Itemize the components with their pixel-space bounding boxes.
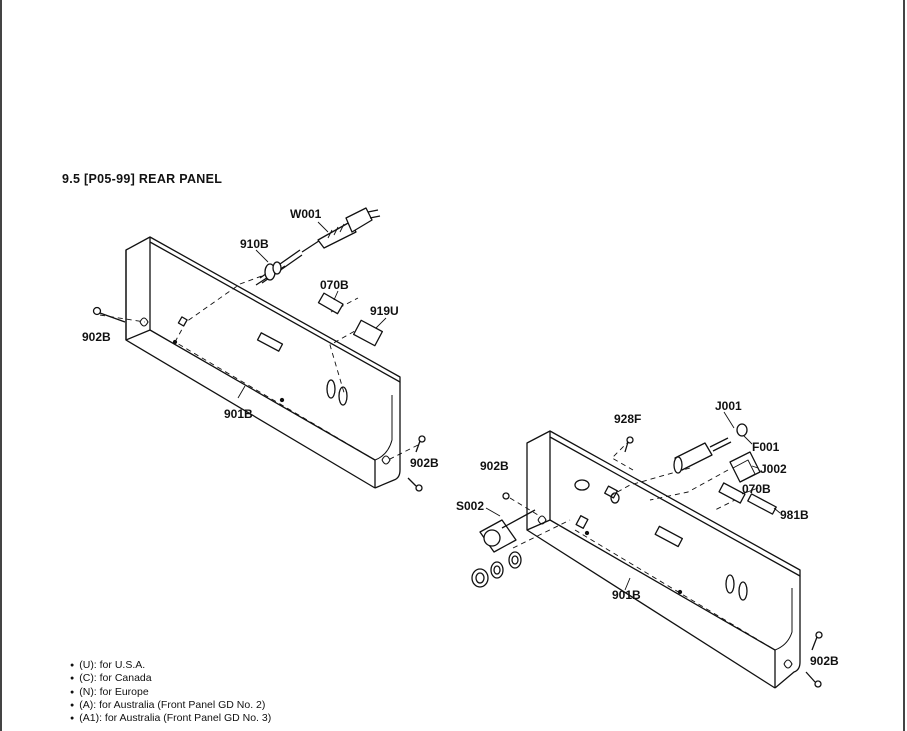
upper-leader-lines — [99, 272, 419, 461]
label-919u: 919U — [370, 304, 399, 318]
label-928f: 928F — [614, 412, 641, 426]
label-902b-bottom-right: 902B — [810, 654, 839, 668]
socket-j002 — [729, 451, 761, 483]
note-item: (U): for U.S.A. — [70, 659, 271, 672]
note-item: (A1): for Australia (Front Panel GD No. … — [70, 712, 271, 725]
label-070b-top: 070B — [320, 278, 349, 292]
label-plate-070b-upper — [317, 292, 344, 315]
label-leaders — [237, 221, 781, 591]
screw-902b-lower-left — [502, 492, 510, 500]
strain-relief-910b — [255, 261, 286, 286]
screws-902b-upper-right — [407, 435, 426, 492]
label-s002: S002 — [456, 499, 484, 513]
screws-902b-lower-right — [805, 631, 823, 688]
note-item: (A): for Australia (Front Panel GD No. 2… — [70, 699, 271, 712]
label-901b-top: 901B — [224, 407, 253, 421]
page-left-border — [0, 0, 2, 731]
section-title: 9.5 [P05-99] REAR PANEL — [62, 172, 223, 186]
screw-928f — [624, 436, 634, 453]
label-981b: 981B — [780, 508, 809, 522]
note-item: (N): for Europe — [70, 686, 271, 699]
fuse-holder-j001 — [673, 423, 748, 474]
label-902b-mid: 902B — [410, 456, 439, 470]
label-w001: W001 — [290, 207, 322, 221]
note-item: (C): for Canada — [70, 672, 271, 685]
label-901b-bottom: 901B — [612, 588, 641, 602]
screw-902b-upper-left — [92, 306, 126, 323]
label-981b — [747, 493, 777, 515]
upper-rear-panel — [125, 236, 401, 489]
label-j002: J002 — [760, 462, 787, 476]
lower-leader-lines — [509, 439, 776, 651]
page-right-border — [903, 0, 905, 731]
label-f001: F001 — [752, 440, 780, 454]
lower-rear-panel — [526, 430, 801, 689]
switch-s002 — [471, 509, 536, 588]
label-910b: 910B — [240, 237, 269, 251]
label-j001: J001 — [715, 399, 742, 413]
label-919u — [352, 319, 384, 347]
region-notes: (U): for U.S.A. (C): for Canada (N): for… — [70, 659, 271, 725]
label-070b-bottom: 070B — [742, 482, 771, 496]
label-902b-right-top: 902B — [480, 459, 509, 473]
label-plate-070b-lower — [718, 482, 746, 504]
label-902b-left: 902B — [82, 330, 111, 344]
